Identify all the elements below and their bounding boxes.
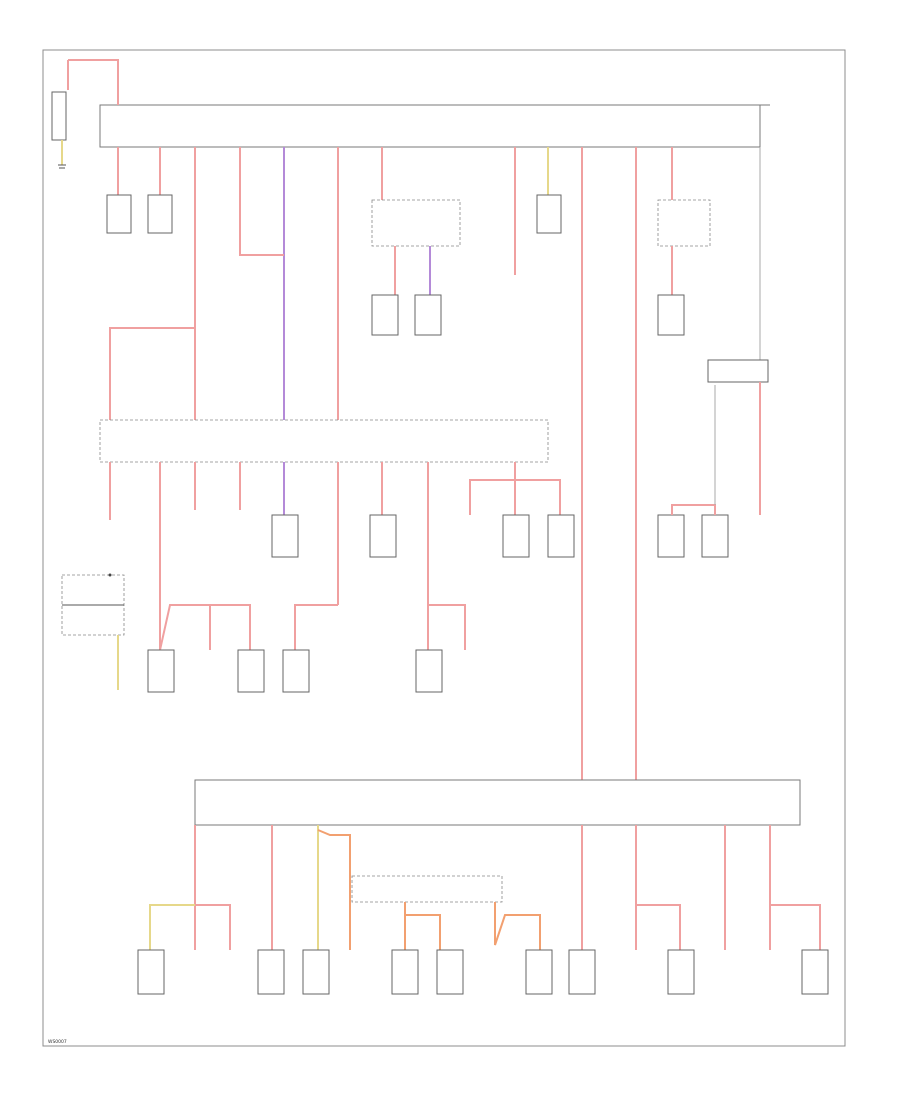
relay-box xyxy=(536,194,562,234)
control-module-box xyxy=(371,199,461,247)
diagram-border xyxy=(42,49,846,1047)
top-fuse-bus xyxy=(99,104,770,148)
middle-fuse-drops xyxy=(159,462,561,650)
top-fuse-drops xyxy=(117,147,761,780)
lower-middle-branches xyxy=(147,604,466,693)
middle-fuse-bus xyxy=(99,419,549,463)
bottom-row-components xyxy=(137,949,829,995)
top-row-components xyxy=(106,190,711,420)
middle-row-components xyxy=(271,359,769,558)
footer-code: WS0007 xyxy=(48,1039,67,1045)
bottom-fuse-drops xyxy=(149,825,821,950)
battery-feed xyxy=(51,59,119,169)
left-switch-assembly xyxy=(61,462,125,690)
bottom-fuse-bus xyxy=(194,779,801,826)
relay-box xyxy=(106,194,132,234)
relay-box xyxy=(147,194,173,234)
control-module-box xyxy=(657,199,711,247)
